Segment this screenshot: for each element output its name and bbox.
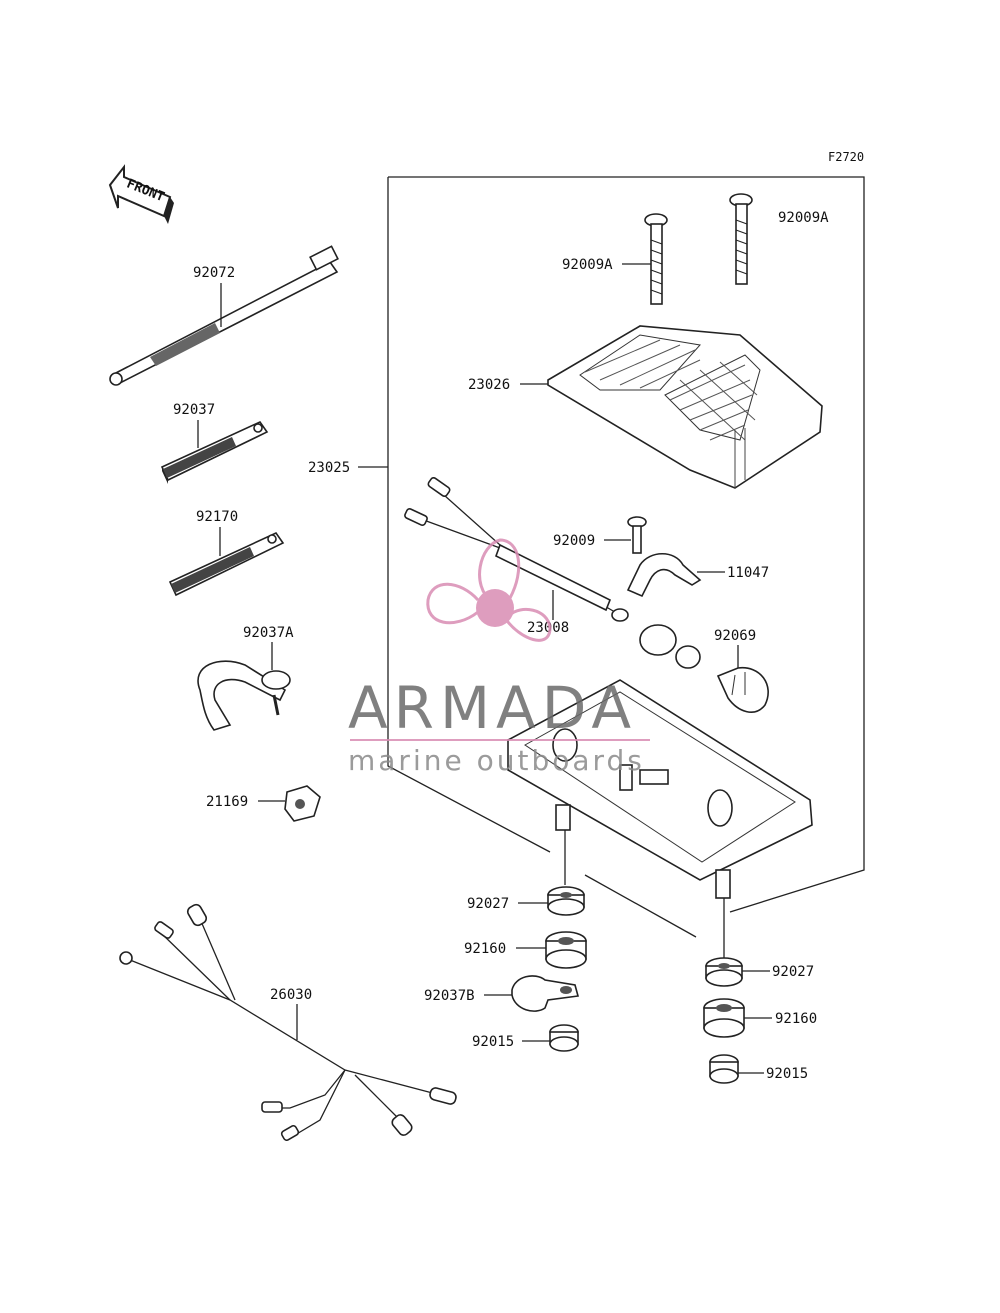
figure-code: F2720 (828, 150, 864, 164)
bracket-clamp-part (626, 552, 702, 598)
p-clamp-part (197, 660, 291, 731)
clip-nut-part (284, 785, 321, 822)
label-92037: 92037 (173, 402, 215, 418)
wire-harness-part (119, 903, 457, 1142)
brand-name: ARMADA (348, 674, 637, 742)
flange-nut-right (709, 1054, 739, 1084)
label-23025: 23025 (308, 460, 350, 476)
brand-tagline: marine outboards (348, 744, 645, 777)
label-92072: 92072 (193, 265, 235, 281)
label-92160-right: 92160 (775, 1011, 817, 1027)
assembly-bracket-23025 (358, 176, 865, 938)
label-11047: 11047 (727, 565, 769, 581)
lens-cover-part (547, 325, 823, 489)
label-92009A-right: 92009A (778, 210, 829, 226)
label-92009A-left: 92009A (562, 257, 613, 273)
grommet-left (545, 931, 587, 969)
front-arrow-icon: FRONT (108, 164, 174, 224)
label-92160-left: 92160 (464, 941, 506, 957)
flange-nut-left (549, 1024, 579, 1052)
label-92027-left: 92027 (467, 896, 509, 912)
label-92009: 92009 (553, 533, 595, 549)
bulb-part (716, 667, 769, 713)
label-92027-right: 92027 (772, 964, 814, 980)
socket-wiring-part (404, 476, 701, 669)
lamp-housing-part (507, 679, 813, 881)
label-92037A: 92037A (243, 625, 294, 641)
label-92069: 92069 (714, 628, 756, 644)
grommet-washer-right (705, 957, 743, 987)
label-21169: 21169 (206, 794, 248, 810)
clamp-band-part (160, 420, 269, 484)
p-clamp-part-b (511, 975, 580, 1012)
small-screw-part (627, 516, 647, 554)
stud-right (715, 869, 731, 899)
label-23008: 23008 (527, 620, 569, 636)
label-92015-right: 92015 (766, 1066, 808, 1082)
label-92015-left: 92015 (472, 1034, 514, 1050)
label-92037B: 92037B (424, 988, 475, 1004)
stud-left (555, 804, 571, 831)
propeller-logo-icon (426, 538, 552, 642)
screw-part-left (644, 213, 668, 305)
cable-tie-part (109, 245, 339, 386)
label-23026: 23026 (468, 377, 510, 393)
screw-part-right (729, 193, 753, 285)
label-92170: 92170 (196, 509, 238, 525)
clamp-band-part-long (168, 531, 285, 597)
grommet-right (703, 998, 745, 1038)
armada-watermark: ARMADA marine outboards (348, 538, 650, 777)
label-26030: 26030 (270, 987, 312, 1003)
grommet-washer-left (547, 886, 585, 916)
